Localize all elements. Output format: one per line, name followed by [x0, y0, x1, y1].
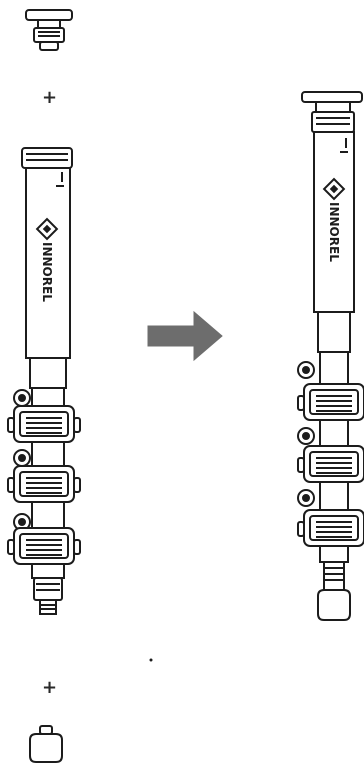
plus-sign-bottom: +	[42, 677, 57, 698]
lock-clip-icon	[7, 405, 81, 443]
brand-label: INNOREL	[40, 242, 54, 302]
lock-clip-icon	[7, 527, 81, 565]
brand-logo-icon	[35, 217, 59, 241]
left-monopod: INNOREL	[7, 147, 81, 615]
hinge-knob-icon	[297, 361, 315, 379]
lock-clip-icon	[297, 509, 364, 547]
rubber-foot-part	[29, 725, 63, 763]
lock-clip-icon	[297, 383, 364, 421]
hinge-knob-icon	[297, 489, 315, 507]
lock-clip-icon	[7, 465, 81, 503]
hinge-knob-icon	[297, 427, 315, 445]
brand-label: INNOREL	[327, 202, 341, 262]
plus-sign-top: +	[42, 87, 57, 108]
lock-clip-icon	[297, 445, 364, 483]
brand-logo-icon	[322, 177, 346, 201]
hinge-knob-icon	[13, 449, 31, 467]
hinge-knob-icon	[13, 389, 31, 407]
arrow-right-icon	[147, 310, 223, 362]
top-mount-part	[25, 9, 73, 51]
stray-dot	[149, 658, 153, 662]
right-monopod: INNOREL	[297, 91, 364, 621]
